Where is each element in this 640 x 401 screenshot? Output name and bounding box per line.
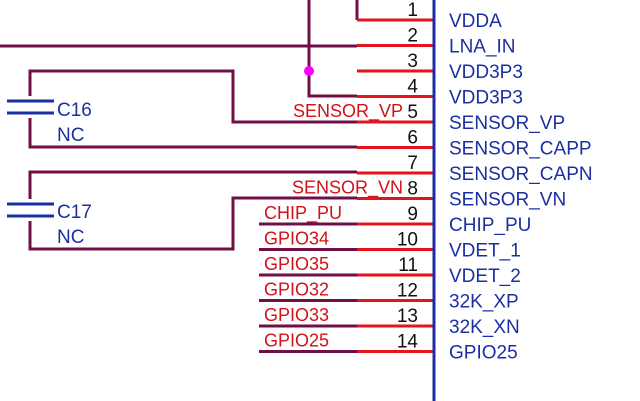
net-wires <box>0 0 359 251</box>
c16-designator: C16 <box>57 100 92 121</box>
net-label-pin-11: GPIO35 <box>264 254 329 274</box>
wire-c17-top <box>28 170 357 199</box>
pin-5-name: SENSOR_VP <box>449 113 565 134</box>
pin-10-name: VDET_1 <box>449 241 521 262</box>
pin-7-name: SENSOR_CAPN <box>449 164 593 185</box>
pin-1-number: 1 <box>407 0 418 21</box>
pin-6-number: 6 <box>407 128 418 149</box>
pin-4-name: VDD3P3 <box>449 88 523 109</box>
pin-11-number: 11 <box>398 255 418 276</box>
pin-1-name: VDDA <box>449 11 502 32</box>
net-label-pin-14: GPIO25 <box>264 331 329 351</box>
pin-9-name: CHIP_PU <box>449 215 531 236</box>
wire-c16-top <box>28 69 357 124</box>
net-label-pin-9: CHIP_PU <box>264 203 342 224</box>
wire-pin3-vertical <box>307 0 357 98</box>
net-label-pin-10: GPIO34 <box>264 229 329 249</box>
wire-c17-bottom <box>28 196 357 251</box>
pin-8-number: 8 <box>407 179 418 200</box>
capacitor-c17-symbol <box>7 202 54 218</box>
pin-3-name: VDD3P3 <box>449 62 523 83</box>
pin-11-name: VDET_2 <box>449 266 521 287</box>
capacitor-labels: C16 NC C17 NC <box>57 100 92 248</box>
net-label-pin-13: GPIO33 <box>264 305 329 325</box>
net-label-pin-12: GPIO32 <box>264 280 329 300</box>
pin-7-number: 7 <box>407 153 418 174</box>
capacitor-c16-symbol <box>7 99 54 115</box>
pin-8-name: SENSOR_VN <box>449 190 566 211</box>
wire-c16-bottom <box>28 118 357 149</box>
pin-13-name: 32K_XN <box>449 317 520 338</box>
net-labels: SENSOR_VP SENSOR_VN CHIP_PU GPIO34GPIO35GPI… <box>259 101 403 353</box>
pin-14-name: GPIO25 <box>449 343 518 364</box>
capacitor-symbols <box>7 99 54 218</box>
pin-6-name: SENSOR_CAPP <box>449 139 592 160</box>
pin-14-number: 14 <box>397 332 419 353</box>
pin-13-number: 13 <box>397 306 418 327</box>
pin-names: VDDALNA_INVDD3P3VDD3P3SENSOR_VPSENSOR_CA… <box>449 11 593 364</box>
pin-9-number: 9 <box>407 204 418 225</box>
pin-lines <box>357 18 434 353</box>
net-label-pin-5: SENSOR_VP <box>293 101 403 122</box>
pin-10-number: 10 <box>397 230 418 251</box>
pin-2-number: 2 <box>407 26 418 47</box>
pin-5-number: 5 <box>407 102 418 123</box>
junction-dot <box>304 66 314 76</box>
net-label-pin-8: SENSOR_VN <box>292 178 403 199</box>
pin-12-number: 12 <box>397 281 418 302</box>
pin-2-name: LNA_IN <box>449 37 516 58</box>
pin-4-number: 4 <box>407 77 418 98</box>
c17-value: NC <box>57 227 84 248</box>
pin-3-number: 3 <box>407 51 418 72</box>
c16-value: NC <box>57 125 84 146</box>
c17-designator: C17 <box>57 202 92 223</box>
pin-12-name: 32K_XP <box>449 292 519 313</box>
